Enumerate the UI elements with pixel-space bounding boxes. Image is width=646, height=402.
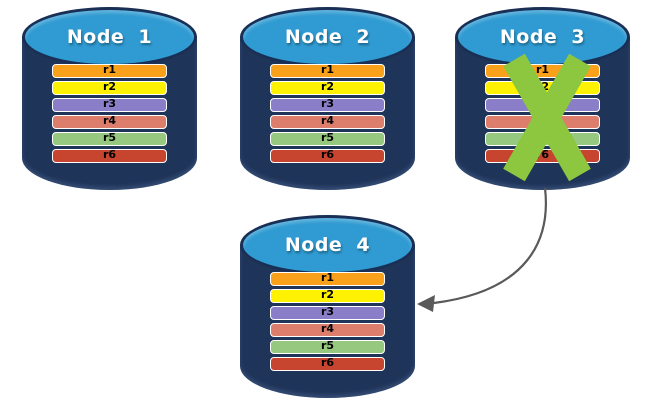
record-stack: r1 r2 r3 r4 r5 r6 <box>52 64 167 166</box>
record-r6: r6 <box>270 357 385 371</box>
node-title: Node 2 <box>284 26 371 48</box>
cylinder-top: Node 4 <box>240 215 415 275</box>
record-r2: r2 <box>52 81 167 95</box>
record-r2: r2 <box>270 81 385 95</box>
cylinder-top: Node 2 <box>240 7 415 67</box>
record-r6: r6 <box>270 149 385 163</box>
record-r5: r5 <box>270 132 385 146</box>
record-r2: r2 <box>270 289 385 303</box>
record-r5: r5 <box>270 340 385 354</box>
record-r1: r1 <box>52 64 167 78</box>
record-r4: r4 <box>270 323 385 337</box>
node-1: Node 1 r1 r2 r3 r4 r5 r6 <box>22 7 197 190</box>
node-4: Node 4 r1 r2 r3 r4 r5 r6 <box>240 215 415 398</box>
record-r5: r5 <box>52 132 167 146</box>
record-r3: r3 <box>270 98 385 112</box>
cylinder-top: Node 1 <box>22 7 197 67</box>
failover-arrow-head <box>417 295 435 312</box>
record-r6: r6 <box>52 149 167 163</box>
record-stack: r1 r2 r3 r4 r5 r6 <box>270 64 385 166</box>
record-stack: r1 r2 r3 r4 r5 r6 <box>270 272 385 374</box>
record-r1: r1 <box>270 272 385 286</box>
record-r4: r4 <box>52 115 167 129</box>
node-title: Node 1 <box>66 26 153 48</box>
record-r4: r4 <box>270 115 385 129</box>
record-r3: r3 <box>270 306 385 320</box>
node-2: Node 2 r1 r2 r3 r4 r5 r6 <box>240 7 415 190</box>
node-title: Node 4 <box>284 234 371 256</box>
node-3: Node 3 r1 r2 r3 r4 r5 r6 <box>455 7 630 190</box>
record-r1: r1 <box>270 64 385 78</box>
record-r3: r3 <box>52 98 167 112</box>
failure-x-icon <box>503 53 591 182</box>
failover-arrow-line <box>433 187 547 305</box>
node-title: Node 3 <box>499 26 586 48</box>
